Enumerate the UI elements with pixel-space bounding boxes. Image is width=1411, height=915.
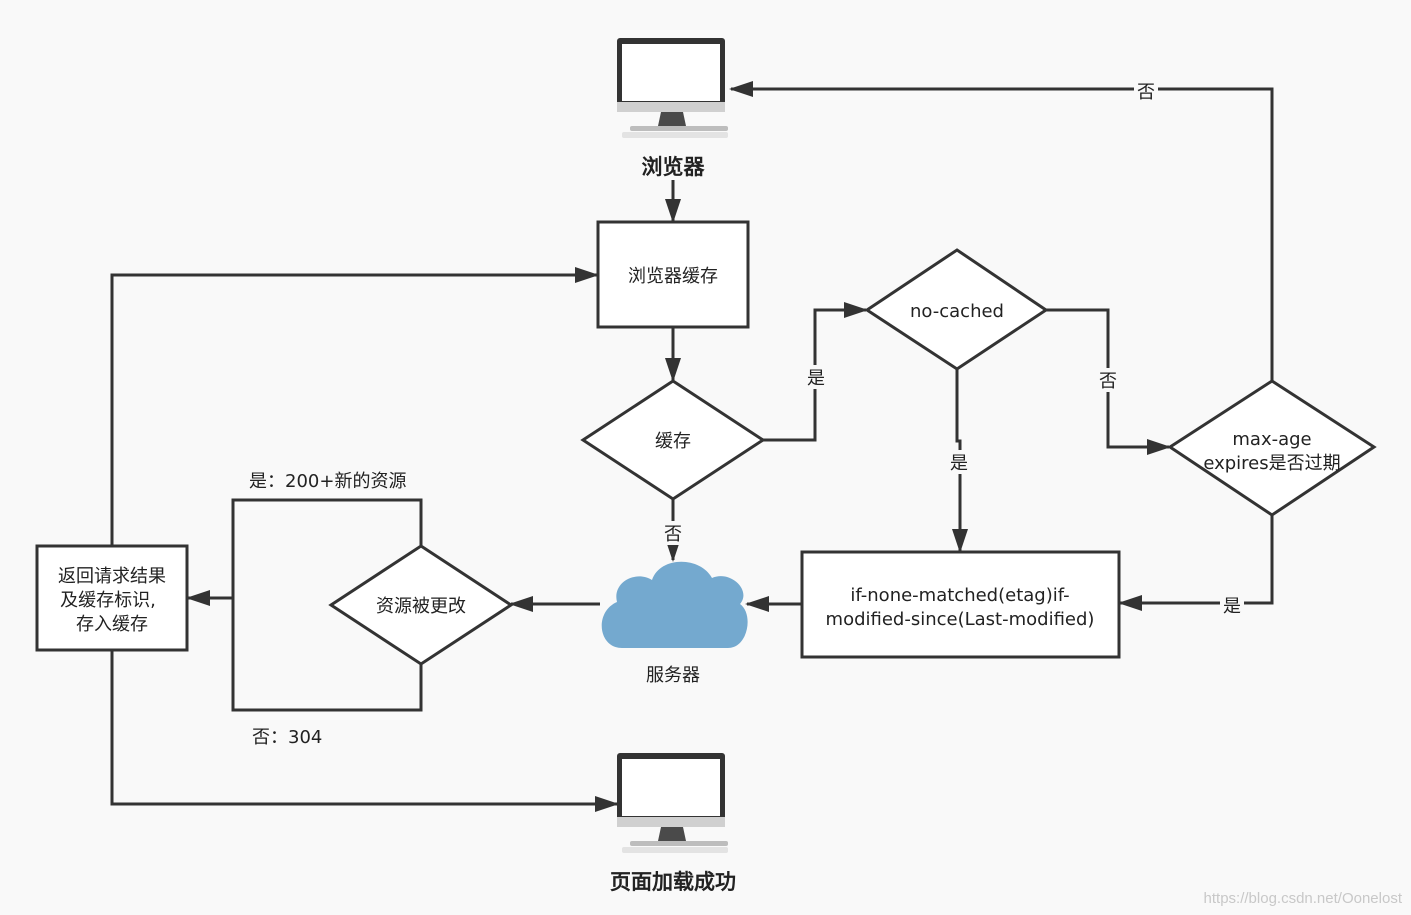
return-result-line3: 存入缓存 [76, 614, 148, 635]
max-age-label-line2: expires是否过期 [1203, 453, 1340, 474]
edge-maxage-to-browser [729, 81, 1274, 381]
validation-label-line1: if-none-matched(etag)if- [850, 585, 1069, 606]
edge-label-cache-no: 否 [664, 524, 682, 545]
server-cloud-icon [601, 561, 748, 648]
edge-maxage-to-validation [1118, 515, 1274, 611]
max-age-decision: max-age expires是否过期 [1167, 379, 1377, 517]
no-cached-decision: no-cached [864, 248, 1049, 371]
edge-label-changed-yes: 是：200+新的资源 [249, 471, 406, 492]
edge-label-nocached-yes: 是 [950, 453, 968, 474]
edge-changed-no-loop [231, 598, 423, 712]
edge-nocached-to-validation [952, 369, 968, 553]
edge-return-to-page [110, 650, 619, 812]
watermark: https://blog.csdn.net/Oonelost [1204, 890, 1403, 907]
resource-changed-decision: 资源被更改 [328, 544, 514, 666]
edge-changed-yes-loop [186, 498, 423, 606]
browser-cache-node: 浏览器缓存 [596, 220, 750, 329]
validation-label-line2: modified-since(Last-modified) [826, 609, 1095, 630]
no-cached-label: no-cached [910, 301, 1004, 322]
validation-node: if-none-matched(etag)if- modified-since(… [800, 550, 1121, 659]
max-age-label-line1: max-age [1232, 429, 1311, 450]
return-result-line2: 及缓存标识, [60, 590, 156, 611]
server-label: 服务器 [646, 665, 700, 686]
page-loaded-monitor-icon [617, 753, 728, 853]
browser-label: 浏览器 [642, 155, 706, 179]
edge-return-to-cache [110, 267, 599, 546]
return-result-line1: 返回请求结果 [58, 566, 166, 587]
edge-label-cache-yes: 是 [807, 368, 825, 389]
page-loaded-label: 页面加载成功 [610, 870, 736, 894]
edge-label-maxage-no: 否 [1137, 82, 1155, 103]
cache-decision: 缓存 [580, 379, 766, 501]
resource-changed-label: 资源被更改 [376, 596, 466, 617]
edge-label-maxage-yes: 是 [1223, 596, 1241, 617]
browser-cache-label: 浏览器缓存 [628, 266, 718, 287]
browser-monitor-icon [617, 38, 728, 138]
return-result-node: 返回请求结果 及缓存标识, 存入缓存 [35, 544, 189, 652]
edge-label-changed-no: 否：304 [252, 727, 322, 748]
cache-decision-label: 缓存 [655, 431, 691, 452]
edge-label-nocached-no: 否 [1099, 371, 1117, 392]
